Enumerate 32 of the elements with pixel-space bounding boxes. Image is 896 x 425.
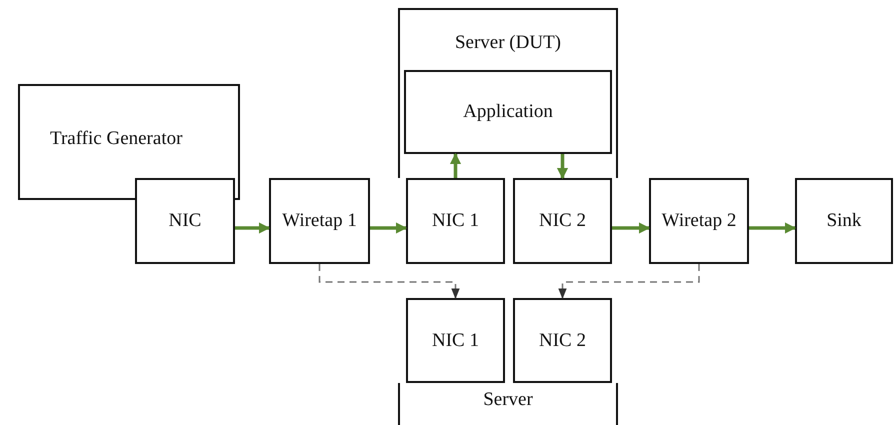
server-box [398,8,618,178]
node-label: NIC 1 [432,210,479,232]
nic-box [135,178,235,264]
generator-box [18,84,240,200]
node-label: Sink [826,210,862,232]
nic-box [513,298,612,383]
arrow [450,152,462,178]
arrow [556,154,568,180]
node-label: NIC 1 [432,330,479,352]
arrow [612,222,650,234]
node-label: Server (DUT) [454,32,562,54]
arrow [749,222,796,234]
wiretap-box [649,178,749,264]
arrow [235,222,270,234]
sink-box [795,178,893,264]
arrow [558,264,700,300]
arrow [318,264,460,300]
server-box [398,383,618,425]
wiretap-box [269,178,370,264]
arrow [370,222,408,234]
application-box [404,70,612,154]
nic-box [513,178,612,264]
node-label: NIC 2 [539,330,586,352]
node-label: Traffic Generator [50,128,182,150]
node-label: Wiretap 1 [282,210,357,232]
node-label: Wiretap 2 [662,210,736,232]
node-label: NIC 2 [539,210,586,232]
node-label: NIC [168,210,202,232]
node-label: Application [463,101,553,123]
nic-box [406,298,505,383]
node-label: Server [483,389,533,411]
nic-box [406,178,505,264]
